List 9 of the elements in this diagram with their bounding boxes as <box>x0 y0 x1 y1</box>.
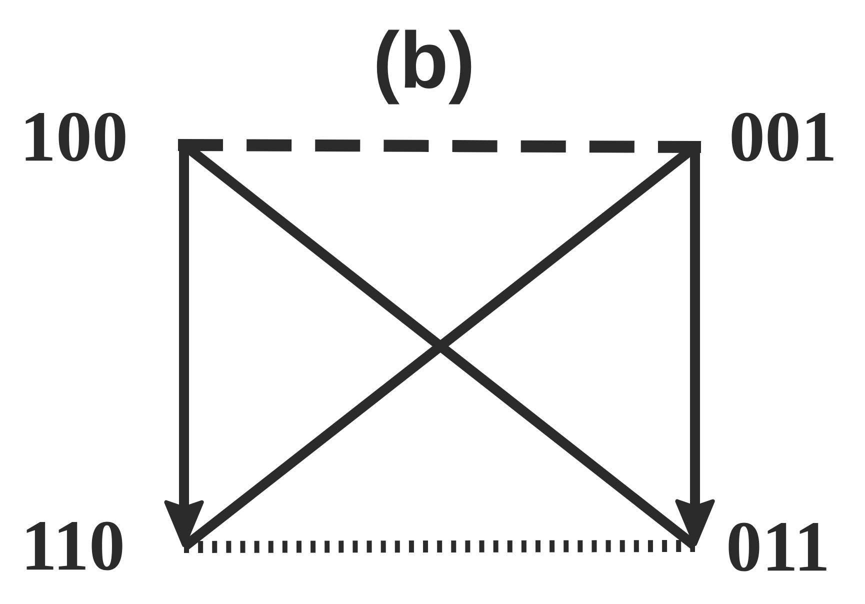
vertex-label: 100 <box>26 112 126 162</box>
dashed-line <box>178 139 701 153</box>
dotted-line <box>184 540 696 553</box>
title: (b) <box>376 30 472 104</box>
vertex-label: 110 <box>26 522 122 570</box>
arrow <box>675 153 715 546</box>
vertex-label: 011 <box>728 522 826 572</box>
vertex-label: 001 <box>732 112 834 162</box>
arrow <box>164 151 204 547</box>
